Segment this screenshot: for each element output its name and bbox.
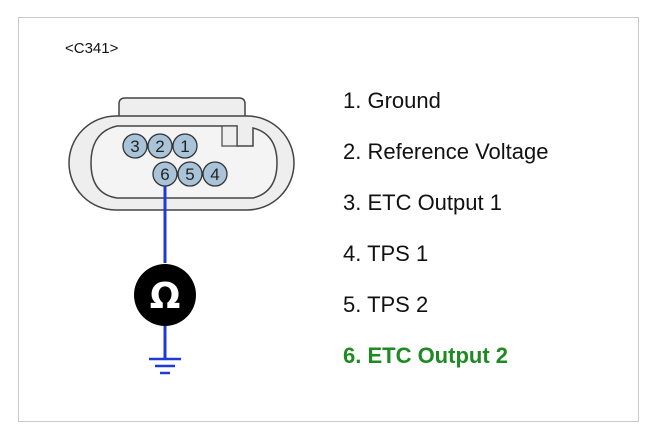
pin-legend-item-2: 2. Reference Voltage [343,139,549,164]
connector-id-label: <C341> [65,40,119,57]
pin-6-number: 6 [160,165,169,184]
pin-legend-item-1: 1. Ground [343,88,441,113]
ohmmeter: Ω [134,264,196,326]
connector-top-tab [118,97,246,118]
pin-row-bottom: 6 5 4 [152,161,228,187]
pin-3-socket [122,133,148,159]
pin-5-socket [177,161,203,187]
pin-legend-item-6: 6. ETC Output 2 [343,343,508,368]
diagram-frame: <C341> 3 2 1 6 5 4 [18,17,639,422]
connector-lock-notch [221,125,238,147]
pin-1-number: 1 [180,137,189,156]
pin-2-number: 2 [155,137,164,156]
ground-icon [149,357,181,375]
pin-1-socket [172,133,198,159]
pin-4-socket [202,161,228,187]
pin-legend-item-5: 5. TPS 2 [343,292,429,317]
pin-legend-list: 1. Ground 2. Reference Voltage 3. ETC Ou… [343,84,548,390]
ohm-symbol: Ω [150,276,181,317]
pin-2-socket [147,133,173,159]
ohmmeter-icon [134,264,196,326]
pin-legend-item-4: 4. TPS 1 [343,241,429,266]
connector-test-diagram: 3 2 1 6 5 4 Ω [68,97,295,375]
pin-legend-item-3: 3. ETC Output 1 [343,190,502,215]
pin-5-number: 5 [185,165,194,184]
pin-4-number: 4 [210,165,219,184]
pin-row-top: 3 2 1 [122,133,198,159]
pin-3-number: 3 [130,137,139,156]
